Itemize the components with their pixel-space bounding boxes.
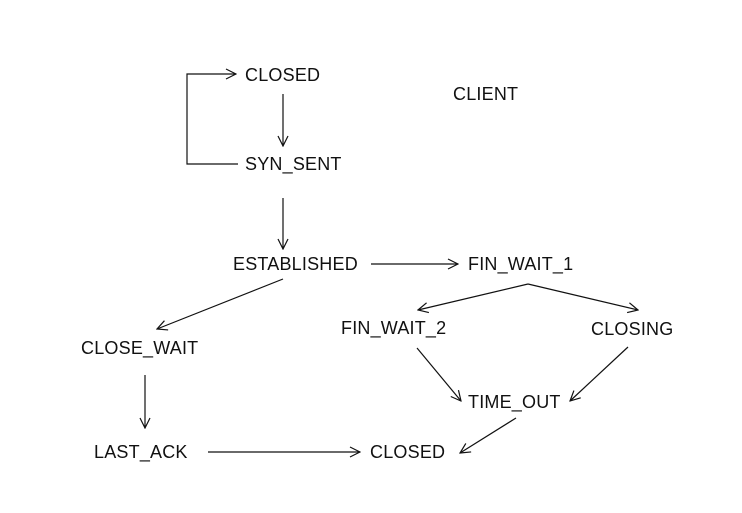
state-closing: CLOSING [591,319,674,339]
state-closed-top: CLOSED [245,65,321,85]
edge-time-out-to-closed [460,417,517,453]
edge-fin-wait-2-to-time-out [416,347,461,401]
state-syn-sent: SYN_SENT [245,154,342,174]
state-established: ESTABLISHED [233,254,358,274]
edge-fin-wait-1-to-closing [527,283,638,310]
state-fin-wait-1: FIN_WAIT_1 [468,254,574,274]
state-closed-bottom: CLOSED [370,442,446,462]
edge-syn-sent-to-closed-loop [186,74,238,165]
state-close-wait: CLOSE_WAIT [81,338,199,358]
edge-closing-to-time-out [570,346,629,401]
edge-established-to-close-wait [157,278,284,329]
diagram-title: CLIENT [453,84,519,104]
state-last-ack: LAST_ACK [94,442,188,462]
state-time-out: TIME_OUT [468,392,561,412]
state-fin-wait-2: FIN_WAIT_2 [341,318,447,338]
edge-fin-wait-1-to-fin-wait-2 [418,283,529,310]
